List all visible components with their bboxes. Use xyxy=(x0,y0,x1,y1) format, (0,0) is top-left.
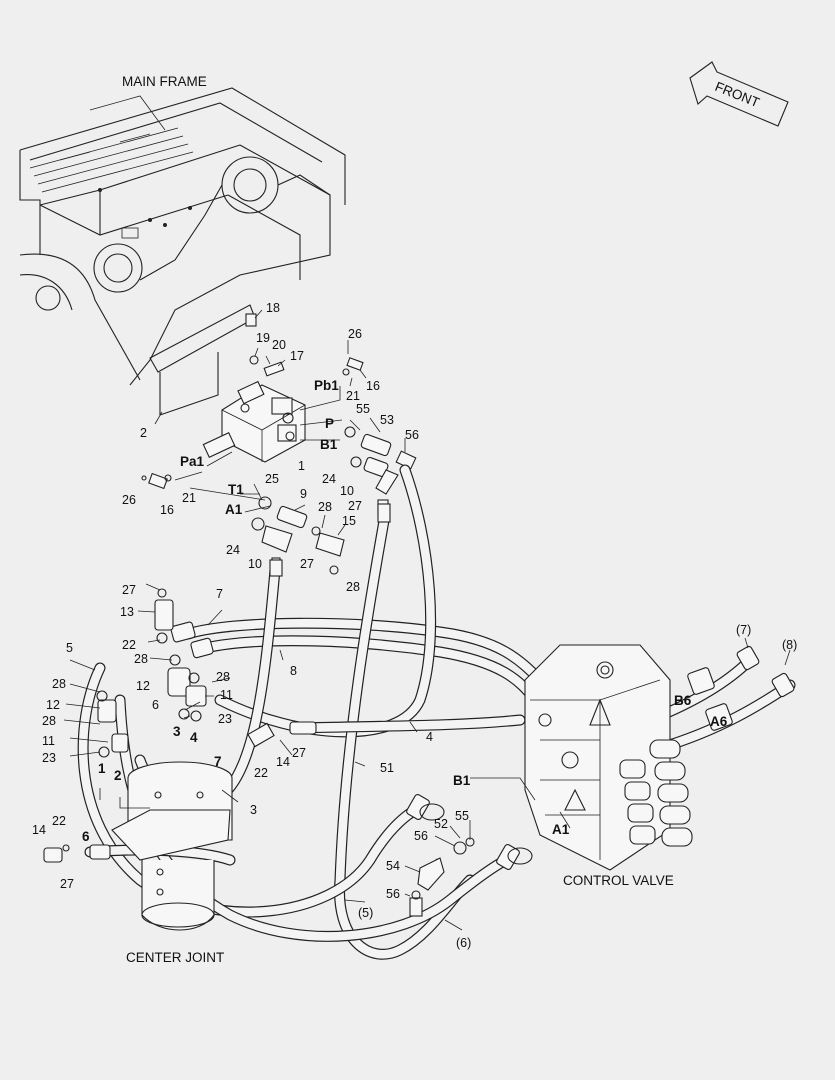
callout-16: 16 xyxy=(160,503,174,517)
callout-17: 17 xyxy=(290,349,304,363)
callout-8: 8 xyxy=(290,664,297,678)
callout-27: 27 xyxy=(292,746,306,760)
callout-5-ref: (5) xyxy=(358,906,373,920)
callout-10: 10 xyxy=(248,557,262,571)
callout-8-ref: (8) xyxy=(782,638,797,652)
callout-11: 11 xyxy=(220,688,233,702)
callout-56: 56 xyxy=(405,428,419,442)
callout-10: 10 xyxy=(340,484,354,498)
callout-26: 26 xyxy=(348,327,362,341)
callout-56: 56 xyxy=(386,887,400,901)
callout-11: 11 xyxy=(42,734,55,748)
callout-23: 23 xyxy=(218,712,232,726)
callout-28: 28 xyxy=(52,677,66,691)
callout-22: 22 xyxy=(122,638,136,652)
main-frame-drawing xyxy=(19,87,346,416)
port-pa1: Pa1 xyxy=(180,454,205,469)
callout-24: 24 xyxy=(226,543,240,557)
cj-port-6: 6 xyxy=(82,829,90,844)
callout-28: 28 xyxy=(134,652,148,666)
callout-7-ref: (7) xyxy=(736,623,751,637)
leader-lines xyxy=(63,309,791,931)
callout-21: 21 xyxy=(346,389,360,403)
main-frame-title: MAIN FRAME xyxy=(122,74,207,89)
shuttle-valve-block xyxy=(202,380,306,463)
cj-port-4: 4 xyxy=(190,730,198,745)
center-joint-title: CENTER JOINT xyxy=(126,950,224,965)
port-p: P xyxy=(325,416,334,431)
control-valve-drawing xyxy=(411,644,733,900)
callout-28: 28 xyxy=(346,580,360,594)
callout-28: 28 xyxy=(42,714,56,728)
callout-3: 3 xyxy=(250,803,257,817)
callout-52: 52 xyxy=(434,817,448,831)
cj-port-1: 1 xyxy=(98,761,106,776)
fittings-upper xyxy=(141,313,417,575)
callout-1: 1 xyxy=(298,459,305,473)
callout-28: 28 xyxy=(216,670,230,684)
callout-21: 21 xyxy=(182,491,196,505)
callout-27: 27 xyxy=(122,583,136,597)
callout-9: 9 xyxy=(300,487,307,501)
port-a1-valve: A1 xyxy=(552,822,570,837)
cj-port-2: 2 xyxy=(114,768,122,783)
control-valve-title: CONTROL VALVE xyxy=(563,873,674,888)
callout-51: 51 xyxy=(380,761,394,775)
front-arrow: FRONT xyxy=(689,61,789,127)
callout-28: 28 xyxy=(318,500,332,514)
callout-27: 27 xyxy=(300,557,314,571)
port-t1: T1 xyxy=(228,482,244,497)
callout-26: 26 xyxy=(122,493,136,507)
callout-7: 7 xyxy=(216,587,223,601)
callout-12: 12 xyxy=(136,679,150,693)
callout-27: 27 xyxy=(60,877,74,891)
port-a6: A6 xyxy=(710,714,728,729)
center-joint-drawing xyxy=(43,588,233,931)
callout-22: 22 xyxy=(254,766,268,780)
callout-16: 16 xyxy=(366,379,380,393)
callout-54: 54 xyxy=(386,859,400,873)
callout-55: 55 xyxy=(356,402,370,416)
front-label: FRONT xyxy=(713,79,762,110)
callout-6: 6 xyxy=(152,698,159,712)
callout-23: 23 xyxy=(42,751,56,765)
callout-14: 14 xyxy=(32,823,46,837)
callout-20: 20 xyxy=(272,338,286,352)
cj-port-3: 3 xyxy=(173,724,181,739)
callout-56: 56 xyxy=(414,829,428,843)
callout-6-ref: (6) xyxy=(456,936,471,950)
callout-53: 53 xyxy=(380,413,394,427)
callout-25: 25 xyxy=(265,472,279,486)
callout-13: 13 xyxy=(120,605,134,619)
spool-caps xyxy=(619,739,693,847)
callout-27: 27 xyxy=(348,499,362,513)
callout-18: 18 xyxy=(266,301,280,315)
port-b6: B6 xyxy=(674,693,692,708)
callout-5: 5 xyxy=(66,641,73,655)
callout-4: 4 xyxy=(426,730,433,744)
port-b1: B1 xyxy=(320,437,338,452)
part-callouts: 2 18 19 20 17 26 16 21 55 53 56 1 24 10 … xyxy=(32,301,797,950)
hose-ends xyxy=(89,503,795,917)
port-a1: A1 xyxy=(225,502,243,517)
callout-14: 14 xyxy=(276,755,290,769)
callout-2: 2 xyxy=(140,426,147,440)
port-b1-valve: B1 xyxy=(453,773,471,788)
port-labels: Pb1 P B1 Pa1 T1 A1 B6 A6 B1 A1 3 4 7 1 2… xyxy=(82,378,728,844)
callout-55: 55 xyxy=(455,809,469,823)
callout-24: 24 xyxy=(322,472,336,486)
callout-22: 22 xyxy=(52,814,66,828)
port-pb1: Pb1 xyxy=(314,378,339,393)
callout-12: 12 xyxy=(46,698,60,712)
callout-15: 15 xyxy=(342,514,356,528)
callout-19: 19 xyxy=(256,331,270,345)
cj-port-7: 7 xyxy=(214,754,222,769)
